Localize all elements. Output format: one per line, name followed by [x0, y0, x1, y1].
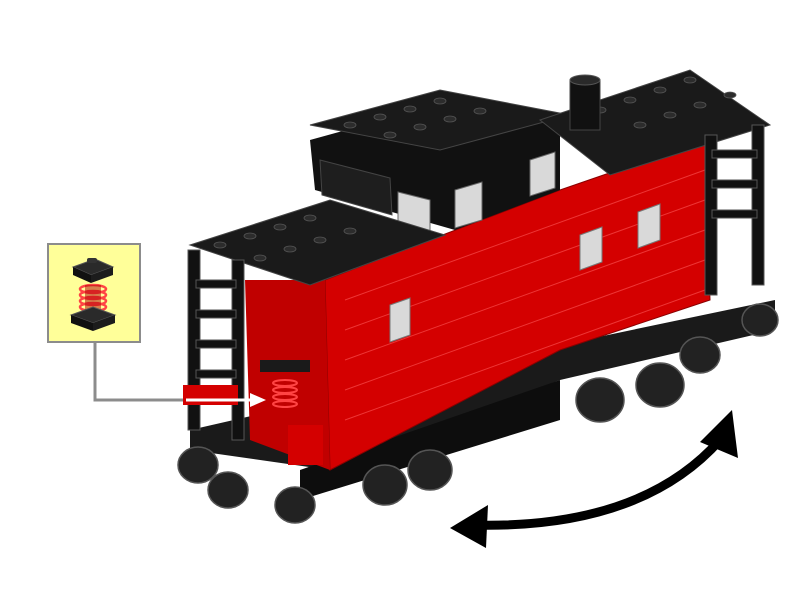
front-ladder	[187, 249, 245, 441]
callout-pointer-arrow	[186, 393, 266, 407]
spring-coupler-part-icon	[69, 258, 117, 331]
caboose-body	[245, 139, 711, 471]
parts-callout	[47, 243, 141, 343]
rotate-double-arrow-icon	[450, 410, 738, 548]
rear-ladder	[704, 124, 765, 296]
cupola	[309, 89, 571, 233]
rear-wheel-set	[575, 303, 779, 423]
roof	[188, 69, 772, 286]
front-wheel-set	[177, 446, 453, 524]
